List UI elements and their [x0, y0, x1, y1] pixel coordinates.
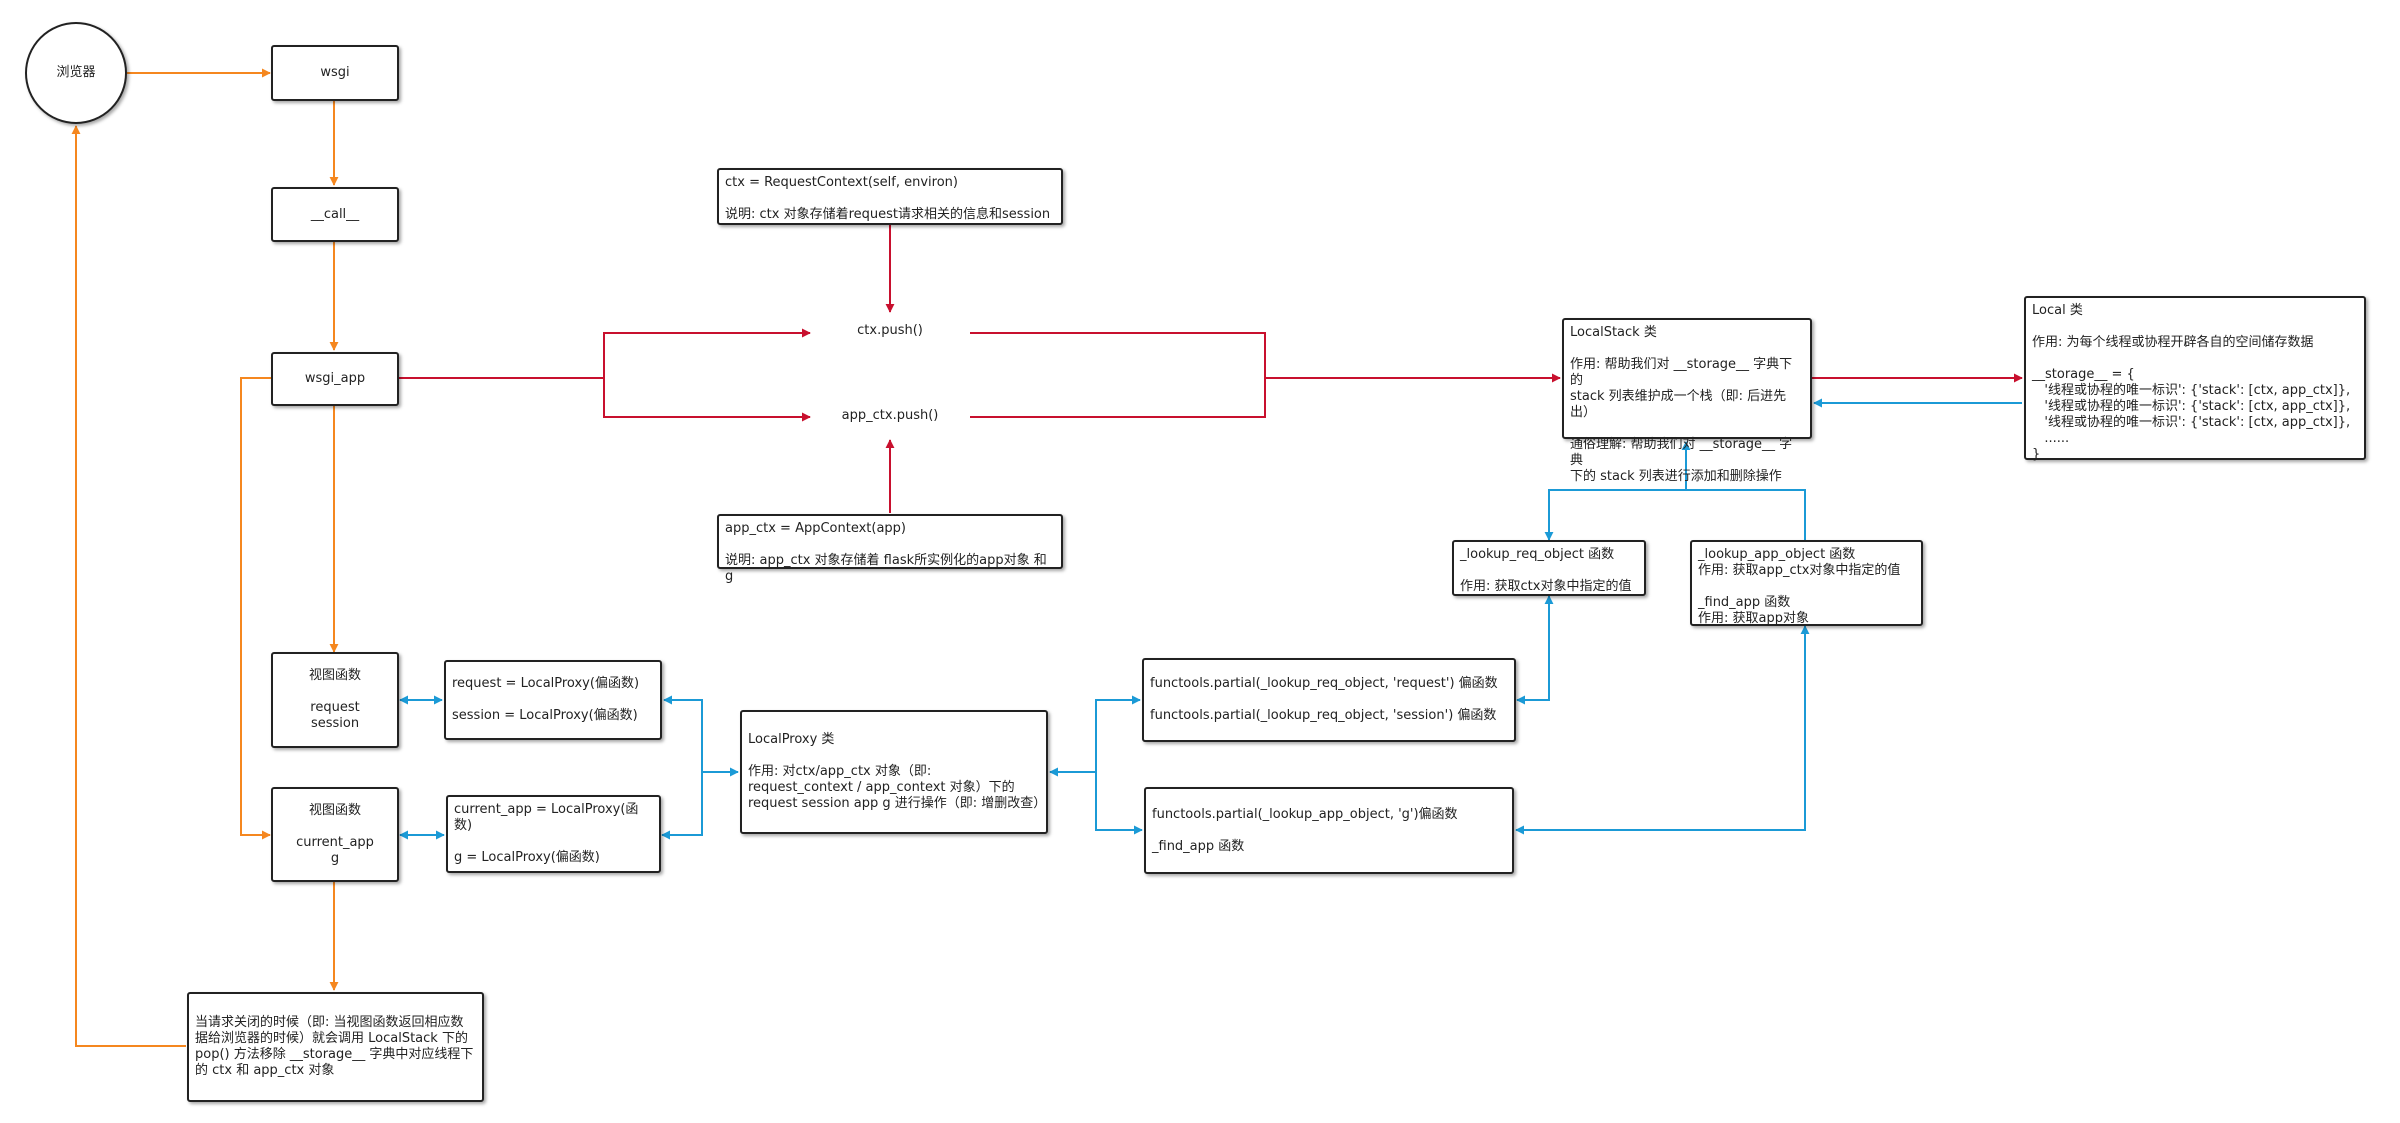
- view2-title: 视图函数: [308, 802, 361, 818]
- arrow-proxy-req-to-localproxy: [663, 695, 739, 777]
- local-storage-entry: '线程或协程的唯一标识': {'stack': [ctx, app_ctx]},: [2032, 383, 2351, 398]
- partial-req-session: functools.partial(_lookup_req_object, 's…: [1150, 708, 1497, 723]
- app-ctx-definition-note: 说明: app_ctx 对象存储着 flask所实例化的app对象 和 g: [725, 553, 1047, 584]
- local-storage-close: }: [2032, 447, 2041, 462]
- partial-find-app: _find_app 函数: [1152, 838, 1245, 854]
- partial-app-g: functools.partial(_lookup_app_object, 'g…: [1152, 806, 1458, 822]
- ctx-push-node: ctx.push(): [812, 323, 968, 339]
- arrow-proxy-app-to-localproxy: [661, 772, 703, 840]
- localstack-desc-4: 下的 stack 列表进行添加和删除操作: [1570, 469, 1782, 484]
- arrow-localproxy-to-partial-req: [1049, 695, 1141, 777]
- find-app-title: _find_app 函数: [1698, 595, 1791, 610]
- localproxy-title: LocalProxy 类: [748, 732, 835, 747]
- localstack-desc-3: 通俗理解: 帮助我们对 __storage__ 字典: [1570, 437, 1793, 468]
- lookup-req-object-box: _lookup_req_object 函数 作用: 获取ctx对象中指定的值: [1452, 540, 1646, 596]
- partial-req-box: functools.partial(_lookup_req_object, 'r…: [1142, 658, 1516, 742]
- call-label: __call__: [310, 206, 360, 222]
- arrow-teardown-to-browser: [71, 125, 186, 1047]
- localstack-desc-1: 作用: 帮助我们对 __storage__ 字典下的: [1570, 357, 1793, 388]
- view2-g: g: [330, 850, 340, 866]
- proxy-g: g = LocalProxy(偏函数): [454, 850, 600, 865]
- view-function-app-box: 视图函数 current_app g: [271, 787, 399, 882]
- local-storage-ellipsis: ......: [2032, 431, 2070, 446]
- app-ctx-definition-code: app_ctx = AppContext(app): [725, 521, 907, 536]
- view1-session: session: [310, 716, 360, 731]
- local-desc: 作用: 为每个线程或协程开辟各自的空间储存数据: [2032, 335, 2314, 350]
- ctx-definition-note: 说明: ctx 对象存储着request请求相关的信息和session: [725, 207, 1051, 222]
- line-ctx-push-out: [970, 332, 1266, 418]
- lookup-app-desc: 作用: 获取app_ctx对象中指定的值: [1698, 563, 1901, 578]
- view1-request: request: [310, 700, 360, 715]
- lookup-req-title: _lookup_req_object 函数: [1460, 547, 1615, 562]
- arrow-to-ctx-push: [603, 328, 811, 378]
- ctx-definition-box: ctx = RequestContext(self, environ) 说明: …: [717, 168, 1063, 225]
- arrow-partial-app-to-lookup-app: [1515, 625, 1810, 835]
- lookup-app-title: _lookup_app_object 函数: [1698, 547, 1856, 562]
- arrow-to-app-ctx-push: [603, 378, 811, 422]
- app-ctx-push-label: app_ctx.push(): [841, 408, 939, 423]
- teardown-note-box: 当请求关闭的时候（即: 当视图函数返回相应数据给浏览器的时候）就会调用 Loca…: [187, 992, 484, 1102]
- local-storage-entry: '线程或协程的唯一标识': {'stack': [ctx, app_ctx]},: [2032, 415, 2351, 430]
- find-app-desc: 作用: 获取app对象: [1698, 611, 1809, 626]
- view2-current-app: current_app: [296, 834, 374, 850]
- local-title: Local 类: [2032, 303, 2083, 318]
- localstack-title: LocalStack 类: [1570, 325, 1657, 340]
- localproxy-class-box: LocalProxy 类 作用: 对ctx/app_ctx 对象（即: requ…: [740, 710, 1048, 834]
- arrow-lookups-to-localstack: [1549, 442, 1806, 540]
- lookup-app-object-box: _lookup_app_object 函数 作用: 获取app_ctx对象中指定…: [1690, 540, 1923, 626]
- local-class-box: Local 类 作用: 为每个线程或协程开辟各自的空间储存数据 __storag…: [2024, 296, 2366, 462]
- proxy-request-session-box: request = LocalProxy(偏函数) session = Loca…: [444, 660, 662, 740]
- ctx-definition-code: ctx = RequestContext(self, environ): [725, 175, 958, 190]
- proxy-current-app-g-box: current_app = LocalProxy(函数) g = LocalPr…: [446, 795, 661, 873]
- lookup-req-desc: 作用: 获取ctx对象中指定的值: [1460, 579, 1632, 594]
- view1-title: 视图函数: [308, 668, 361, 683]
- localproxy-desc: 作用: 对ctx/app_ctx 对象（即: request_context /…: [748, 764, 1047, 811]
- arrow-wsgi-app-to-view2: [240, 377, 271, 840]
- teardown-note: 当请求关闭的时候（即: 当视图函数返回相应数据给浏览器的时候）就会调用 Loca…: [195, 1015, 474, 1078]
- ctx-push-label: ctx.push(): [857, 323, 923, 338]
- proxy-session: session = LocalProxy(偏函数): [452, 708, 638, 723]
- arrow-localproxy-to-partial-app: [1095, 772, 1143, 835]
- view-function-request-box: 视图函数 request session: [271, 652, 399, 748]
- browser-node: 浏览器: [25, 22, 127, 124]
- localstack-class-box: LocalStack 类 作用: 帮助我们对 __storage__ 字典下的 …: [1562, 318, 1812, 484]
- partial-app-box: functools.partial(_lookup_app_object, 'g…: [1144, 787, 1514, 874]
- app-ctx-definition-box: app_ctx = AppContext(app) 说明: app_ctx 对象…: [717, 514, 1063, 584]
- partial-req-request: functools.partial(_lookup_req_object, 'r…: [1150, 676, 1498, 691]
- wsgi-node: wsgi: [271, 45, 399, 101]
- local-storage-entry: '线程或协程的唯一标识': {'stack': [ctx, app_ctx]},: [2032, 399, 2351, 414]
- arrow-partial-req-to-lookup-req: [1516, 595, 1554, 705]
- browser-label: 浏览器: [56, 65, 96, 80]
- call-node: __call__: [271, 187, 399, 242]
- wsgi-label: wsgi: [320, 65, 350, 80]
- localstack-desc-2: stack 列表维护成一个栈（即: 后进先出）: [1570, 389, 1787, 420]
- wsgi-app-node: wsgi_app: [271, 352, 399, 406]
- proxy-current-app: current_app = LocalProxy(函数): [454, 802, 639, 833]
- local-storage-open: __storage__ = {: [2032, 367, 2135, 382]
- proxy-request: request = LocalProxy(偏函数): [452, 676, 640, 691]
- app-ctx-push-node: app_ctx.push(): [812, 408, 968, 424]
- wsgi-app-label: wsgi_app: [304, 371, 366, 386]
